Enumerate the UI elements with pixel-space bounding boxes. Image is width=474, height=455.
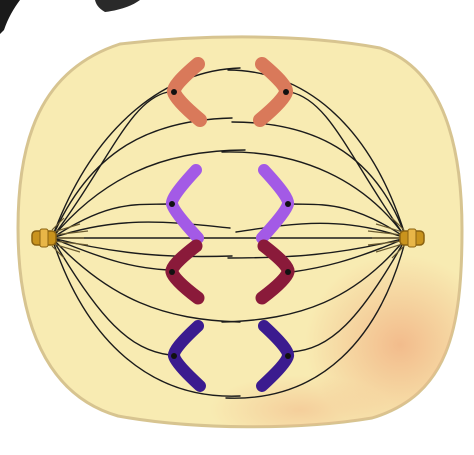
- top-edge-artifact: [95, 0, 140, 12]
- kinetochore: [285, 353, 291, 359]
- centriole: [40, 229, 48, 247]
- kinetochore: [169, 201, 175, 207]
- kinetochore: [285, 269, 291, 275]
- kinetochore: [169, 269, 175, 275]
- centriole: [408, 229, 416, 247]
- kinetochore: [285, 201, 291, 207]
- corner-artifact: [0, 0, 20, 34]
- kinetochore: [171, 89, 177, 95]
- kinetochore: [283, 89, 289, 95]
- kinetochore: [171, 353, 177, 359]
